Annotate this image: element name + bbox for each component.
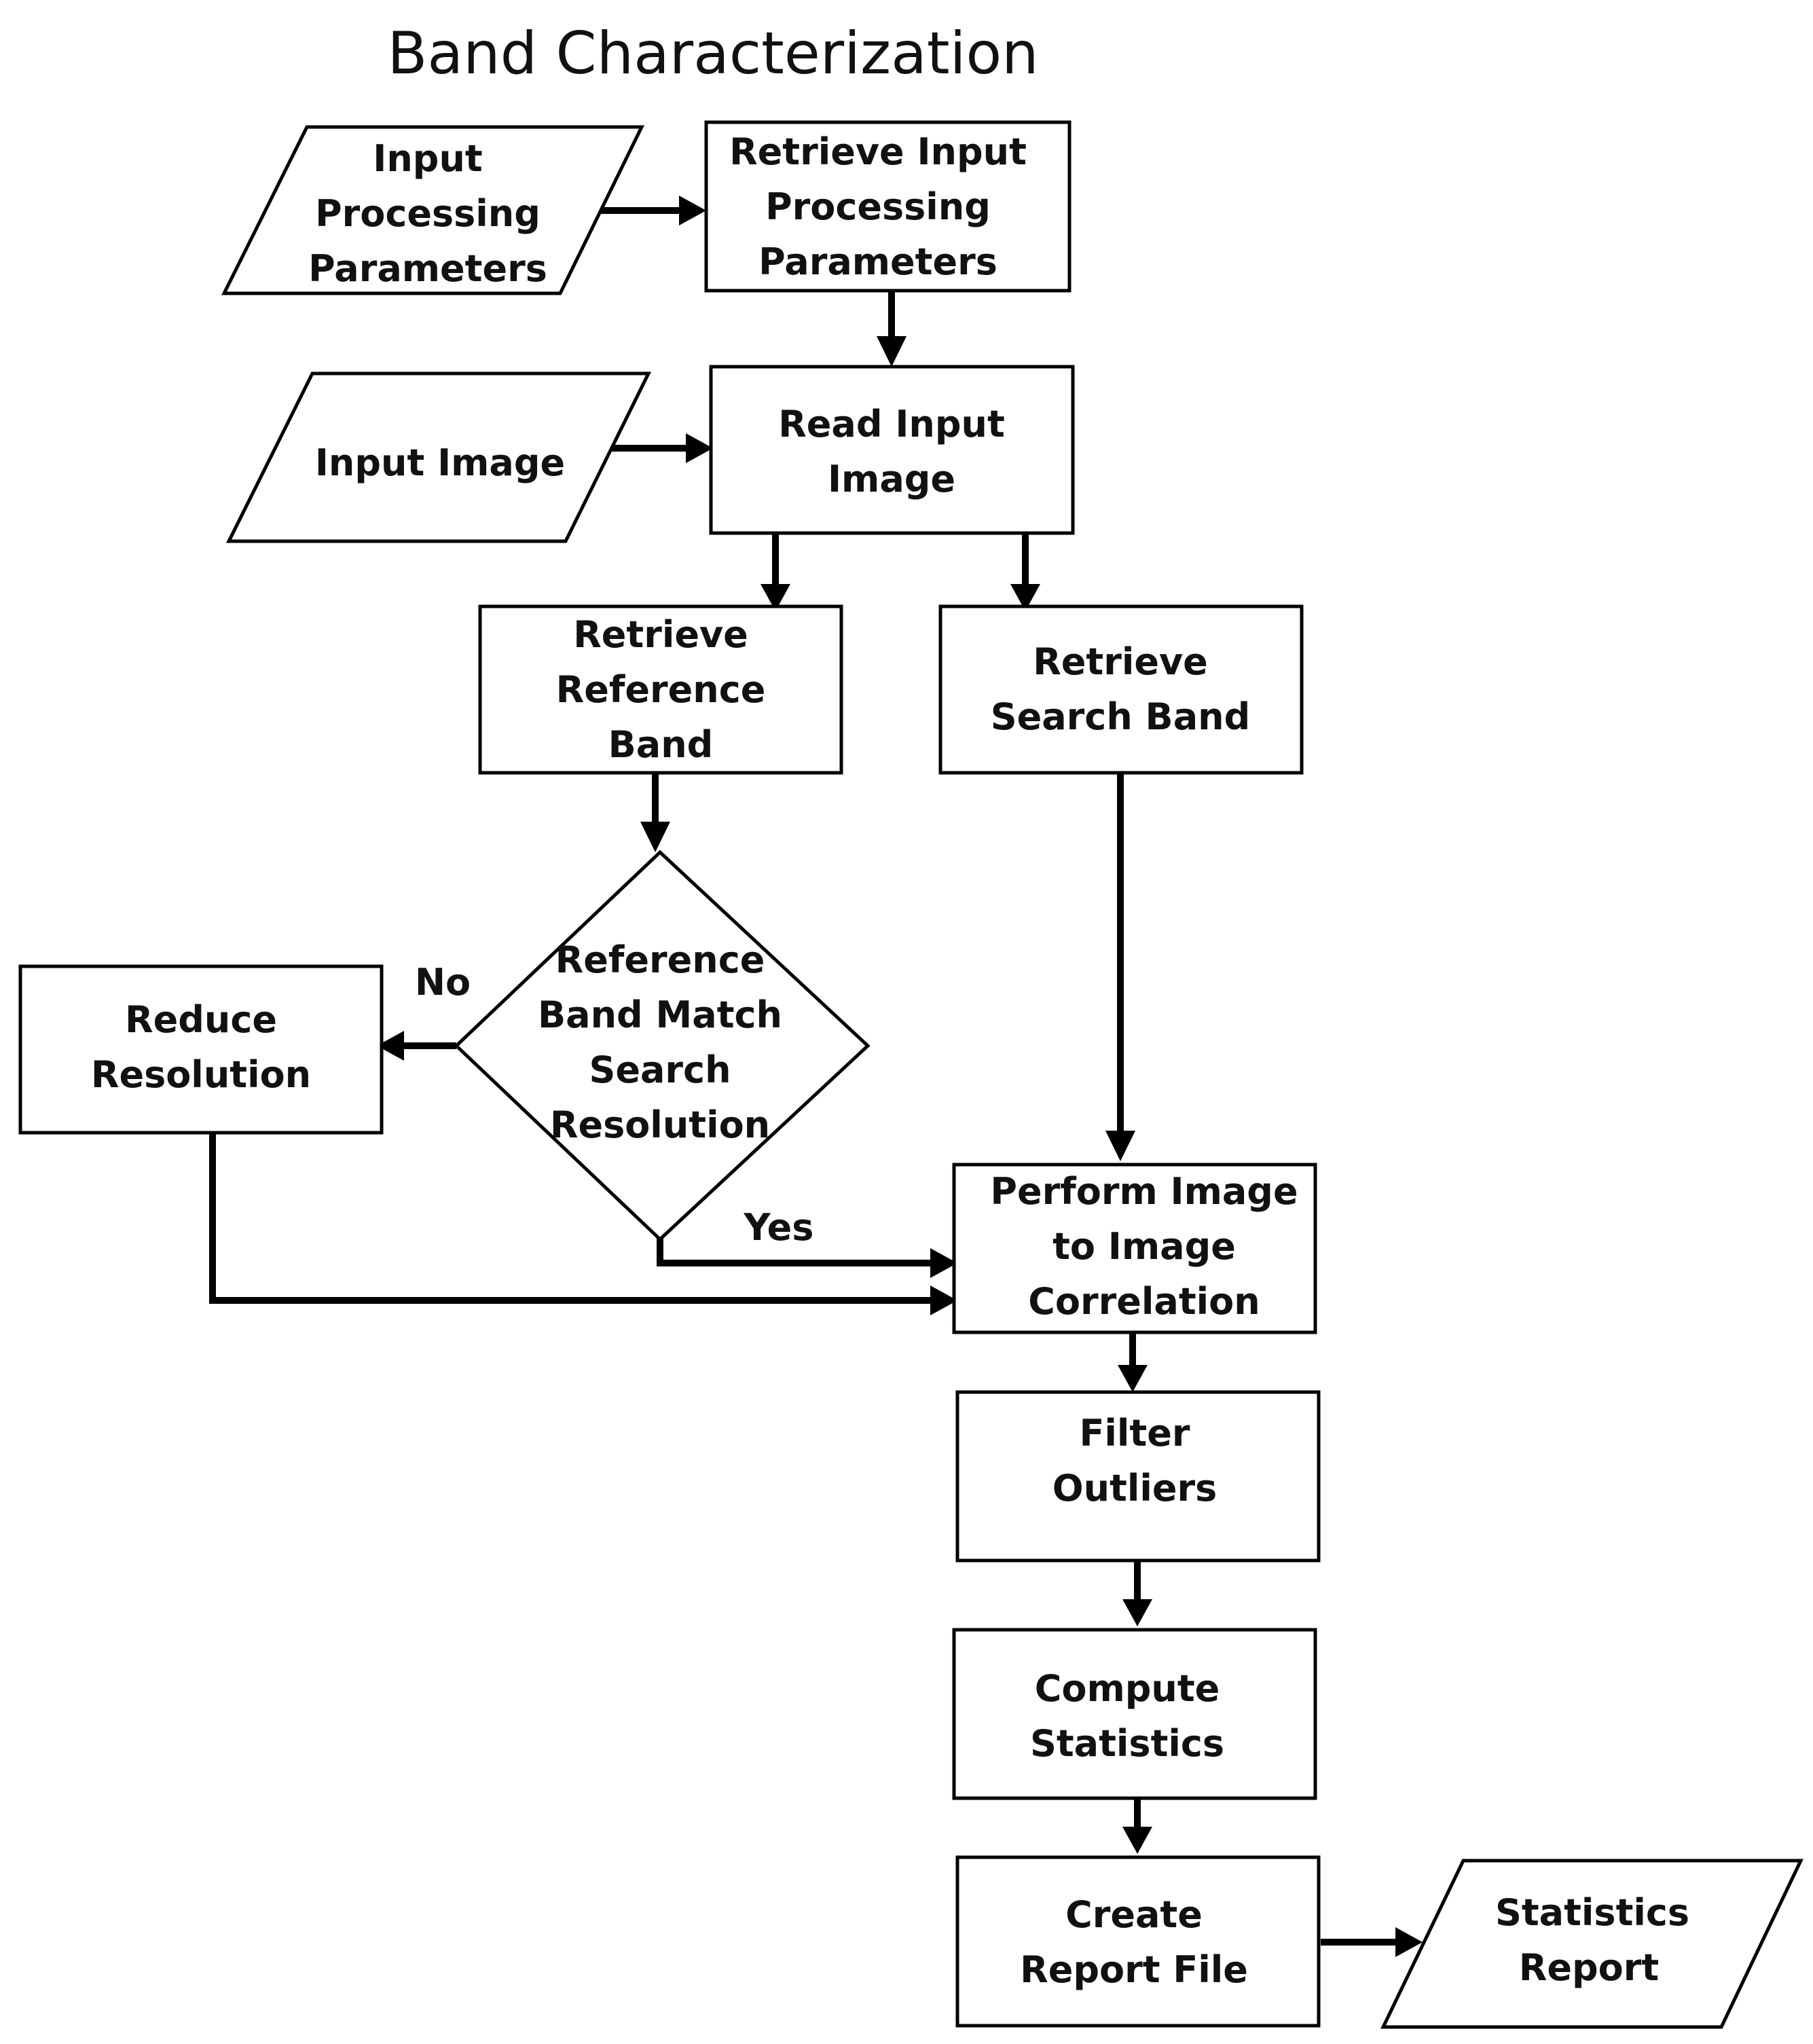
node-label-line: Reference bbox=[556, 668, 766, 711]
node-label-line: Image bbox=[828, 458, 955, 500]
diagram-title: Band Characterization bbox=[387, 20, 1038, 88]
node-create-report-file: Create Report File bbox=[955, 1855, 1321, 2028]
arrowhead-icon bbox=[930, 1285, 957, 1315]
node-label-line: Input bbox=[373, 137, 482, 180]
arrowhead-icon bbox=[640, 822, 670, 852]
node-decision-resolution-match: Reference Band Match Search Resolution bbox=[454, 850, 871, 1242]
arrowhead-icon bbox=[1118, 1365, 1148, 1392]
arrowhead-icon bbox=[1395, 1927, 1423, 1957]
edge-label-yes: Yes bbox=[744, 1206, 814, 1249]
node-label-line: Statistics bbox=[1030, 1722, 1224, 1765]
input-image-shape bbox=[225, 371, 652, 543]
arrowhead-icon bbox=[761, 584, 790, 611]
node-label-line: Reduce bbox=[125, 998, 277, 1041]
node-label-line: Create bbox=[1065, 1893, 1203, 1936]
node-label-line: Filter bbox=[1080, 1412, 1190, 1455]
node-statistics-report: Statistics Report bbox=[1380, 1859, 1803, 2029]
node-label-line: Report bbox=[1519, 1946, 1659, 1989]
node-label-line: Retrieve bbox=[573, 613, 748, 656]
arrowhead-icon bbox=[1122, 1827, 1152, 1854]
arrowhead-icon bbox=[679, 196, 706, 225]
node-label-line: to Image bbox=[1052, 1225, 1236, 1268]
node-label-line: Processing bbox=[765, 185, 991, 228]
node-retrieve-search-band: Retrieve Search Band bbox=[938, 604, 1304, 775]
edge-label-no: No bbox=[415, 961, 471, 1004]
node-retrieve-reference-band: Retrieve Reference Band bbox=[478, 604, 843, 775]
node-label-line: Band Match bbox=[538, 993, 782, 1036]
node-label-line: Compute bbox=[1035, 1667, 1220, 1710]
node-compute-statistics: Compute Statistics bbox=[952, 1628, 1317, 1800]
connectors bbox=[209, 196, 1423, 1957]
node-label-line: Parameters bbox=[308, 247, 547, 290]
node-retrieve-input-processing-parameters: Retrieve Input Processing Parameters bbox=[704, 120, 1072, 293]
node-perform-correlation: Perform Image to Image Correlation bbox=[952, 1163, 1317, 1334]
arrowhead-icon bbox=[1105, 1131, 1135, 1161]
node-label-line: Outliers bbox=[1052, 1467, 1217, 1510]
node-label-line: Processing bbox=[315, 192, 541, 235]
arrowhead-icon bbox=[877, 336, 906, 367]
node-label-line: Search bbox=[589, 1048, 731, 1091]
arrowhead-icon bbox=[686, 433, 713, 463]
node-label-line: Parameters bbox=[758, 240, 997, 283]
arrowhead-icon bbox=[1122, 1599, 1152, 1626]
node-read-input-image: Read Input Image bbox=[709, 365, 1075, 535]
node-label-line: Reference bbox=[555, 938, 765, 981]
arrow-reduce-to-correlation bbox=[209, 1134, 930, 1304]
node-label-line: Retrieve bbox=[1033, 640, 1208, 683]
node-label-line: Search Band bbox=[991, 695, 1251, 738]
node-label-line: Read Input bbox=[778, 403, 1005, 445]
node-reduce-resolution: Reduce Resolution bbox=[18, 964, 384, 1135]
node-input-processing-parameters: Input Processing Parameters bbox=[221, 125, 645, 295]
node-label-line: Report File bbox=[1020, 1948, 1248, 1991]
node-label-line: Statistics bbox=[1495, 1891, 1689, 1934]
node-label-line: Resolution bbox=[550, 1103, 770, 1146]
node-label-line: Perform Image bbox=[990, 1170, 1298, 1213]
node-label-line: Resolution bbox=[91, 1053, 311, 1096]
arrowhead-icon bbox=[377, 1031, 404, 1061]
node-label-line: Correlation bbox=[1028, 1280, 1260, 1323]
arrowhead-icon bbox=[930, 1248, 957, 1278]
node-label-line: Input Image bbox=[315, 441, 565, 484]
node-filter-outliers: Filter Outliers bbox=[955, 1390, 1321, 1563]
arrowhead-icon bbox=[1010, 584, 1040, 611]
node-label-line: Retrieve Input bbox=[729, 130, 1027, 173]
node-input-image: Input Image bbox=[225, 371, 652, 543]
node-label-line: Band bbox=[608, 723, 714, 766]
